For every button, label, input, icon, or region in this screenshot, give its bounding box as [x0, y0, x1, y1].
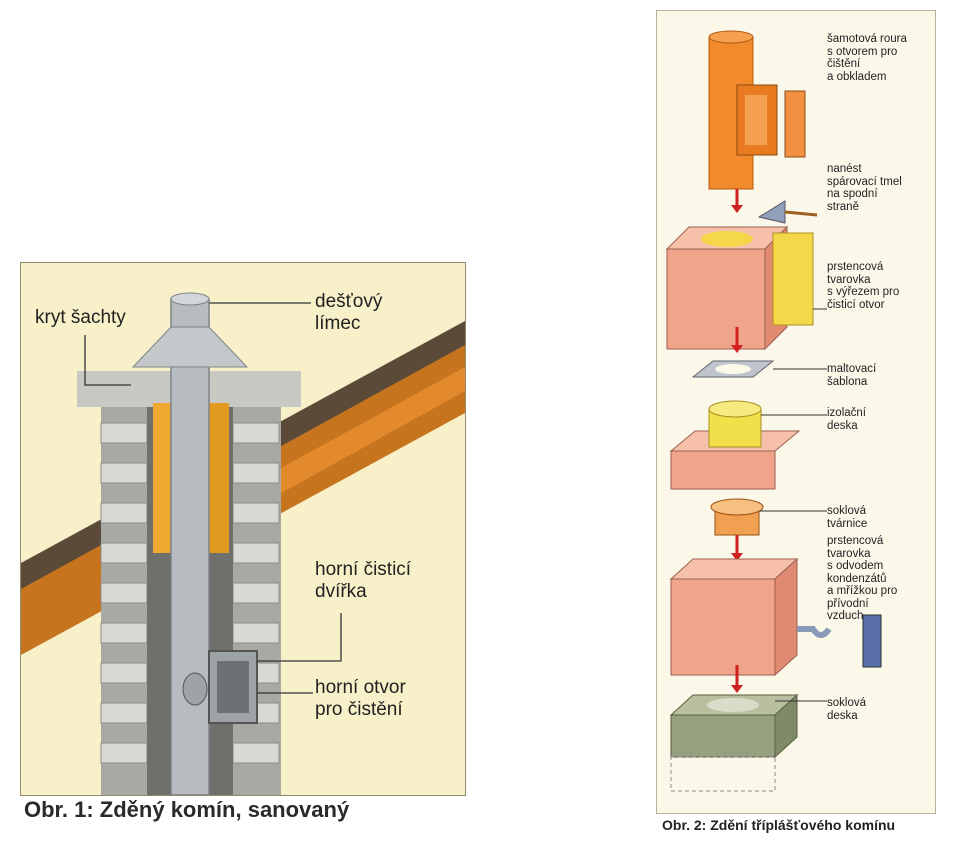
trowel-icon [757, 200, 786, 224]
label-soklova-tvarnice: soklová tvárnice [827, 505, 868, 530]
chimney-illustration [21, 292, 465, 795]
figure-1-caption: Obr. 1: Zděný komín, sanovaný [24, 797, 350, 822]
steel-flue-pipe [170, 298, 210, 795]
figure-2-caption: Obr. 2: Zdění tříplášťového komínu [662, 817, 896, 833]
label-izolacni-deska: izolační deska [827, 407, 866, 432]
cleaning-cover [784, 90, 806, 158]
leader-lines-2 [759, 308, 827, 702]
air-grille [862, 614, 882, 668]
rain-collar [131, 326, 249, 368]
leader-lines [84, 302, 342, 694]
label-maltovaci-sablona: maltovací šablona [827, 363, 877, 388]
label-prstencova-tvarovka-1: prstencová tvarovka s výřezem pro čistic… [827, 261, 900, 311]
figure-2-exploded-chimney: šamotová roura s otvorem pro čištění a o… [656, 10, 936, 814]
label-soklova-deska: soklová deska [827, 697, 866, 722]
brick-courses [100, 422, 280, 764]
label-samotova-roura: šamotová roura s otvorem pro čištění a o… [827, 33, 907, 83]
plinth-slab [670, 714, 776, 758]
insulation-right [209, 403, 229, 553]
exploded-assembly-illustration [665, 30, 882, 792]
insulation-board-1 [772, 232, 814, 326]
ring-block-2 [670, 578, 776, 676]
label-horni-cistici-dvirka: horní čisticí dvířka [315, 559, 412, 602]
condensate-drain [797, 626, 832, 638]
cleaning-opening [182, 672, 208, 706]
label-kryt-sachty: kryt šachty [35, 307, 126, 328]
label-prstencova-tvarovka-2: prstencová tvarovka s odvodem kondenzátů… [827, 535, 898, 622]
label-horni-otvor: horní otvor pro čistění [315, 677, 406, 720]
label-sparovaci-tmel: nanést spárovací tmel na spodní straně [827, 163, 902, 213]
base-plate [670, 450, 776, 490]
figure-1-masonry-chimney: kryt šachty dešťový límec horní čisticí … [20, 262, 466, 796]
label-destovy-limec: dešťový límec [315, 291, 383, 334]
ring-block-1 [666, 248, 766, 350]
insulation-left [153, 403, 175, 553]
